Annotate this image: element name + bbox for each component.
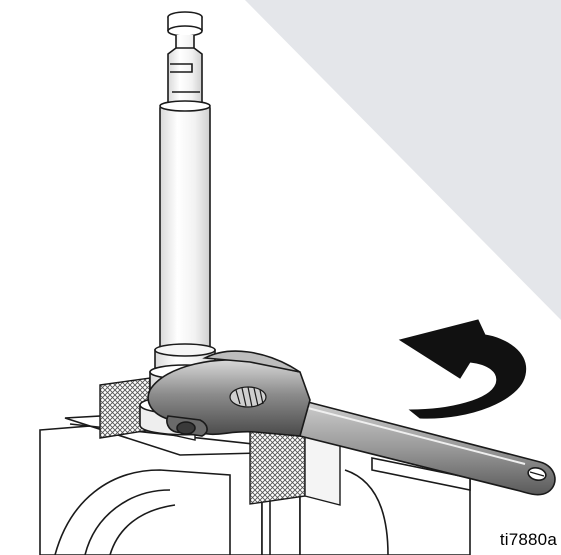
vise-right-curve — [344, 469, 389, 555]
wrench-handle — [299, 398, 556, 496]
curved-arrow-icon — [398, 319, 527, 419]
adjustable-wrench — [147, 350, 556, 496]
vise-body-curve-inner — [84, 489, 171, 555]
figure-caption-id: ti7880a — [499, 530, 557, 549]
wrench-head — [147, 359, 311, 437]
vise-body-curve — [54, 469, 231, 555]
backdrop-band — [245, 0, 561, 320]
wrench-worm-screw — [229, 386, 267, 408]
